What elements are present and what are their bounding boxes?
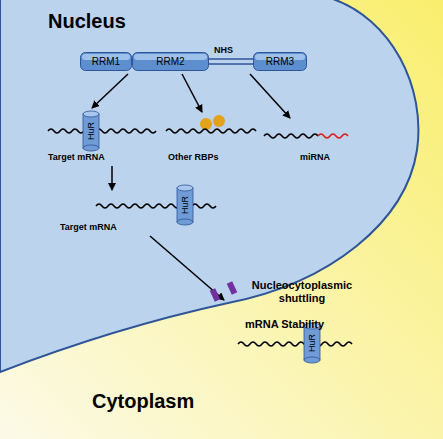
node-text: HuR — [180, 196, 190, 214]
text-label: Nucleocytoplasmic shuttling — [244, 279, 360, 304]
arrow — [111, 166, 113, 190]
text-label: Target mRNA — [60, 222, 117, 232]
arrow — [92, 74, 128, 108]
node-text: RRM3 — [266, 56, 294, 67]
node-text: RRM2 — [156, 56, 184, 67]
text-label: Target mRNA — [48, 152, 105, 162]
mrna-strand — [48, 129, 156, 133]
hur-cylinder: HuR — [82, 110, 100, 152]
rbp-circle — [200, 118, 212, 130]
arrow — [250, 74, 290, 118]
node-text: HuR — [307, 334, 317, 352]
node-text: HuR — [86, 122, 96, 140]
mrna-strand — [264, 134, 318, 138]
mrna-strand — [318, 134, 348, 138]
linker-line — [209, 58, 253, 60]
text-label: Cytoplasm — [92, 390, 194, 413]
domain-box: RRM1 — [80, 52, 132, 71]
mrna-strand — [238, 342, 352, 346]
mrna-strand — [96, 204, 216, 208]
domain-box: RRM3 — [253, 52, 307, 71]
linker-line — [209, 63, 253, 65]
text-label: Other RBPs — [168, 152, 219, 162]
node-text: Nucleus — [48, 10, 126, 33]
node-text: RRM1 — [92, 56, 120, 67]
text-label: mRNA Stability — [245, 318, 324, 331]
text-label: NHS — [214, 45, 233, 55]
nuclear-pore — [227, 281, 238, 294]
hur-cylinder: HuR — [176, 184, 194, 226]
domain-box: RRM2 — [132, 52, 209, 71]
arrow — [182, 74, 202, 112]
mrna-strand — [166, 129, 256, 133]
nuclear-pore — [210, 288, 221, 301]
rbp-circle — [213, 115, 225, 127]
text-label: miRNA — [300, 152, 330, 162]
